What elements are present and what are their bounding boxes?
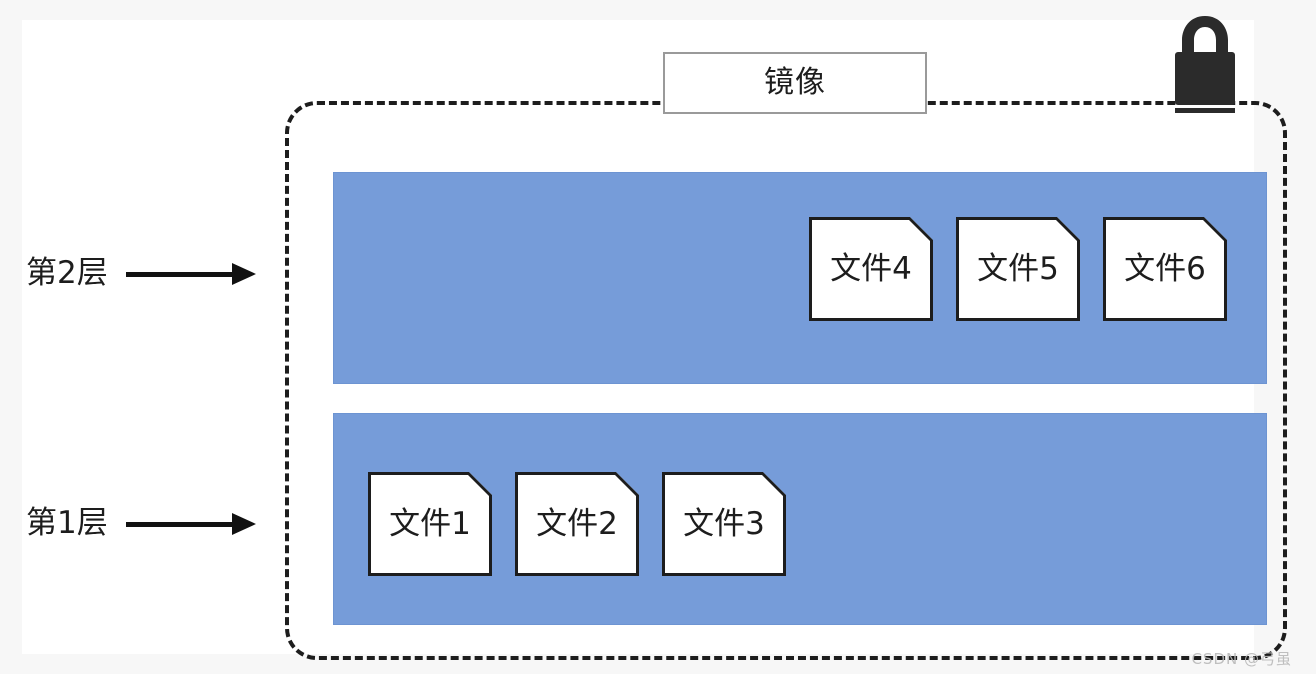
annotation-layer-2: 第2层 [26,258,256,289]
arrow-shaft [125,521,234,527]
file-card-fill [809,217,933,321]
image-title-label: 镜像 [764,65,826,100]
padlock-closed-icon [1170,12,1240,122]
file-card[interactable]: 文件6 [1103,217,1227,321]
file-card-label: 文件6 [1124,250,1206,287]
file-card-fill [515,472,639,576]
file-card[interactable]: 文件3 [662,472,786,576]
layer-band-2: 文件4 文件5 文件6 [333,172,1267,384]
file-card[interactable]: 文件1 [368,472,492,576]
watermark: CSDN @弓虽 [1191,650,1292,668]
file-card-label: 文件3 [683,505,765,542]
file-card-label: 文件5 [977,250,1059,287]
file-card-fill [956,217,1080,321]
annotation-label: 第1层 [26,505,108,541]
file-card-label: 文件1 [389,505,471,542]
file-card[interactable]: 文件2 [515,472,639,576]
arrow-shaft [125,271,234,277]
image-title-box: 镜像 [663,52,927,114]
arrow-icon [125,512,256,535]
file-card-label: 文件2 [536,505,618,542]
annotation-layer-1: 第1层 [26,508,256,539]
file-card-label: 文件4 [830,250,912,287]
file-card-fill [1103,217,1227,321]
annotation-label: 第2层 [26,255,108,291]
arrow-icon [125,262,256,285]
layer-band-1: 文件1 文件2 文件3 [333,413,1267,625]
arrow-head [231,262,256,285]
file-card-fill [368,472,492,576]
file-card[interactable]: 文件5 [956,217,1080,321]
file-card-fill [662,472,786,576]
arrow-head [231,512,256,535]
file-card[interactable]: 文件4 [809,217,933,321]
